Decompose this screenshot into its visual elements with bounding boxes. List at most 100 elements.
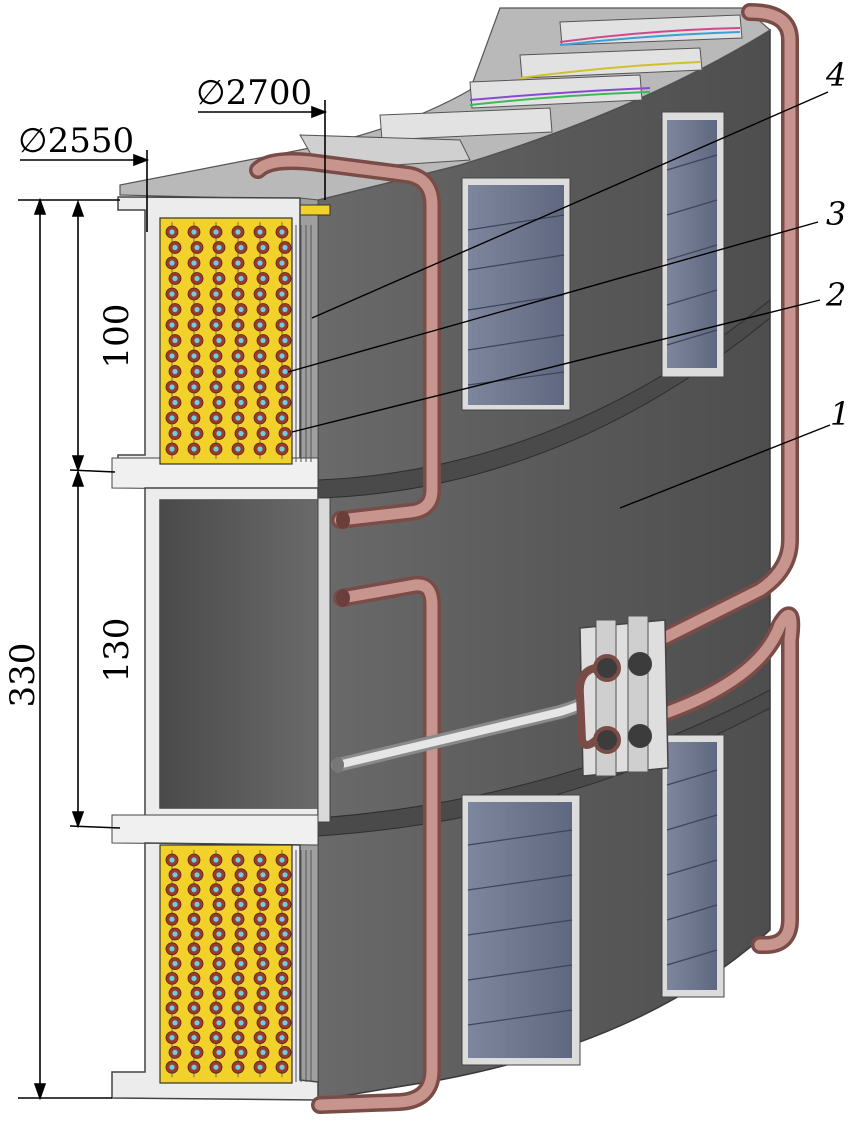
conductor-core xyxy=(235,353,241,359)
conductor-core xyxy=(213,1035,219,1041)
conductor-core xyxy=(235,415,241,421)
conductor-core xyxy=(282,399,288,406)
conductor-core xyxy=(191,229,197,235)
conductor-core xyxy=(279,946,285,952)
dim-2700-label: ∅2700 xyxy=(196,73,312,113)
conductor-core xyxy=(191,353,197,359)
conductor-core xyxy=(238,306,244,313)
conductor-core xyxy=(260,990,266,996)
conductor-core xyxy=(282,1020,288,1026)
conductor-core xyxy=(216,337,222,344)
dim-330-label: 330 xyxy=(3,643,43,708)
conductor-core xyxy=(282,244,288,251)
conductor-core xyxy=(257,229,263,235)
leader-1 xyxy=(619,424,831,509)
conductor-core xyxy=(216,990,222,996)
conductor-core xyxy=(279,887,285,893)
conductor-core xyxy=(238,990,244,996)
conductor-core xyxy=(194,430,200,437)
conductor-core xyxy=(238,275,244,282)
conductor-core xyxy=(238,931,244,937)
conductor-core xyxy=(282,368,288,375)
conductor-core xyxy=(260,399,266,406)
conductor-core xyxy=(191,1005,197,1011)
conductor-core xyxy=(235,1005,241,1011)
conductor-core xyxy=(279,1035,285,1041)
conductor-core xyxy=(216,306,222,313)
callout-1: 1 xyxy=(830,395,850,433)
conductor-core xyxy=(235,857,241,863)
conductor-core xyxy=(238,872,244,878)
conductor-core xyxy=(169,384,175,390)
conductor-core xyxy=(279,322,285,328)
leader-2 xyxy=(291,299,821,433)
conductor-core xyxy=(191,322,197,328)
conductor-core xyxy=(213,322,219,328)
conductor-core xyxy=(216,368,222,375)
conductor-core xyxy=(257,260,263,266)
conductor-core xyxy=(191,291,197,297)
cooling-pipes xyxy=(249,3,801,1114)
conductor-core xyxy=(213,260,219,266)
conductor-core xyxy=(216,399,222,406)
conductor-core xyxy=(238,399,244,406)
conductor-core xyxy=(169,1064,175,1070)
conductor-core xyxy=(282,275,288,282)
conductor-core xyxy=(213,1005,219,1011)
callout-3: 3 xyxy=(826,195,846,233)
conductor-core xyxy=(213,946,219,952)
conductor-core xyxy=(257,384,263,390)
conductor-core xyxy=(235,322,241,328)
conductor-core xyxy=(169,916,175,922)
dimensions xyxy=(18,100,328,1101)
conductor-core xyxy=(213,887,219,893)
conductor-core xyxy=(238,1049,244,1055)
conductor-core xyxy=(169,322,175,328)
conductor-core xyxy=(194,275,200,282)
conductor-core xyxy=(279,291,285,297)
conductor-core xyxy=(216,275,222,282)
conductor-core xyxy=(172,872,178,878)
conductor-core xyxy=(216,872,222,878)
conductor-core xyxy=(235,291,241,297)
dim-2550-label: ∅2550 xyxy=(18,121,134,161)
conductor-core xyxy=(172,244,178,251)
conductor-core xyxy=(257,975,263,982)
conductor-core xyxy=(194,872,200,878)
conductor-core xyxy=(213,415,219,421)
conductor-core xyxy=(169,946,175,952)
conductor-core xyxy=(194,931,200,937)
conductor-core xyxy=(169,353,175,359)
conductor-core xyxy=(213,446,219,452)
conductor-core xyxy=(282,430,288,437)
conductor-core xyxy=(191,446,197,452)
conductor-core xyxy=(260,931,266,937)
conductor-core xyxy=(216,430,222,437)
conductor-core xyxy=(260,961,266,967)
conductor-core xyxy=(172,368,178,375)
conductor-core xyxy=(194,399,200,406)
conductor-core xyxy=(235,229,241,235)
conductor-core xyxy=(169,229,175,235)
conductor-core xyxy=(260,337,266,344)
conductor-core xyxy=(260,306,266,313)
dim-100-label: 100 xyxy=(97,304,137,369)
conductor-core xyxy=(172,337,178,344)
conductor-core xyxy=(260,430,266,437)
upper-flange xyxy=(317,298,771,499)
conductor-core xyxy=(169,1005,175,1011)
conductor-core xyxy=(260,901,266,908)
conductor-core xyxy=(191,916,197,922)
conductor-core xyxy=(257,415,263,421)
conductor-core xyxy=(260,1049,266,1055)
conductor-core xyxy=(260,368,266,375)
conductor-core xyxy=(260,244,266,251)
conductor-core xyxy=(191,1035,197,1041)
conductor-core xyxy=(169,975,175,982)
conductor-core xyxy=(257,946,263,952)
conductor-core xyxy=(216,1020,222,1026)
conductor-core xyxy=(169,291,175,297)
conductor-core xyxy=(257,1035,263,1041)
callout-2: 2 xyxy=(825,276,846,314)
conductor-core xyxy=(257,1064,263,1070)
